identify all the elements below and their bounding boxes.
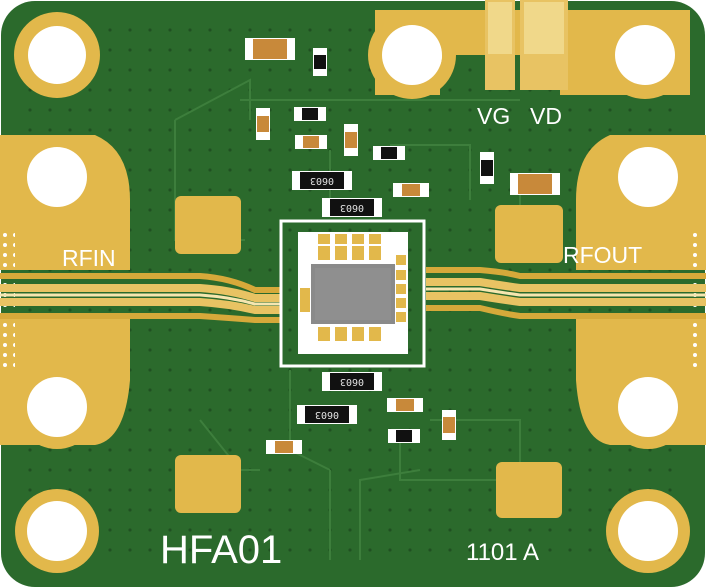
marking-0603-c: 0603 bbox=[340, 376, 364, 387]
label-vg: VG bbox=[477, 103, 510, 129]
label-rfin: RFIN bbox=[62, 245, 116, 271]
marking-0603-a: 0603 bbox=[310, 175, 334, 186]
label-vd: VD bbox=[530, 103, 562, 129]
rfout-transmission-line bbox=[426, 267, 706, 319]
label-revision: 1101 A bbox=[466, 539, 539, 566]
marking-0603-d: 0603 bbox=[315, 409, 339, 420]
marking-0603-b: 0603 bbox=[340, 202, 364, 213]
rfin-transmission-line bbox=[0, 273, 280, 323]
label-part-number: HFA01 bbox=[160, 528, 282, 572]
label-rfout: RFOUT bbox=[563, 242, 642, 268]
ic-pads bbox=[300, 234, 406, 341]
test-pads bbox=[175, 196, 563, 518]
smd-components bbox=[245, 38, 560, 454]
ic-silkscreen-outline bbox=[279, 219, 426, 368]
